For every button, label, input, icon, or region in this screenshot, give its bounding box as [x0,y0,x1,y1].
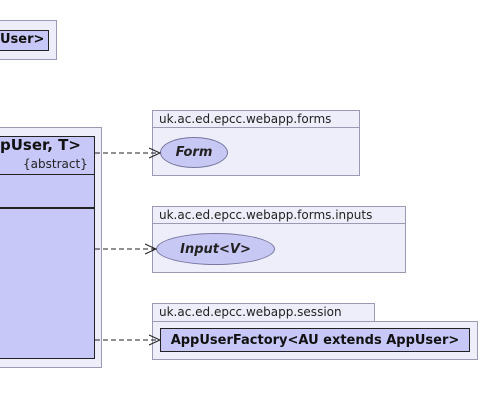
main-class-title: pUser, T> [0,136,81,154]
main-class-divider-1 [0,174,95,175]
main-class-box [0,136,95,359]
main-class-stereotype: {abstract} [23,157,88,171]
arrowhead-appuserfactory [148,334,162,346]
interface-input: Input<V> [156,233,275,265]
arrowhead-input [144,243,158,255]
main-class-divider-2 [0,207,95,209]
package-session-tab: uk.ac.ed.epcc.webapp.session [152,303,375,322]
arrowhead-form [148,147,162,159]
interface-form: Form [160,137,228,168]
top-fragment-class [0,30,49,51]
top-fragment-label: User> [0,32,45,47]
class-appuserfactory: AppUserFactory<AU extends AppUser> [160,328,470,352]
class-appuserfactory-label: AppUserFactory<AU extends AppUser> [170,332,460,348]
